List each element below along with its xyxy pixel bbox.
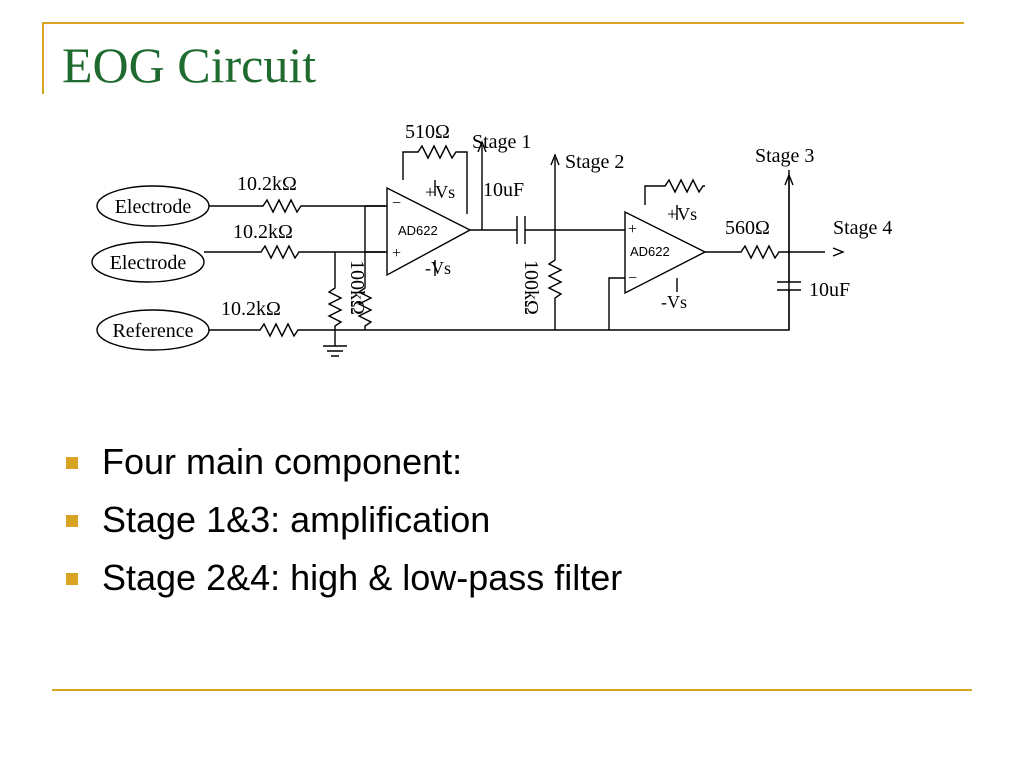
stage4-arrowhead (832, 247, 845, 257)
electrode-1-label: Electrode (115, 196, 192, 218)
gain-resistor-link (357, 206, 373, 330)
amp2-pos-supply-label: +Vs (667, 204, 697, 224)
amp2-triangle (624, 210, 707, 295)
bullet-item: Four main component: (62, 436, 622, 494)
hp-resistor-100k (547, 230, 563, 330)
stage1-label: Stage 1 (472, 131, 531, 153)
gain-resistor-100k (327, 252, 343, 330)
r2-label: 10.2kΩ (233, 221, 293, 243)
hp-resistor-label: 100kΩ (520, 260, 542, 315)
stage3-arrowhead (784, 173, 794, 186)
wire-electrode-2 (204, 244, 385, 260)
amp1-neg-supply-label: -Vs (425, 258, 451, 278)
bullet-text: Stage 1&3: amplification (102, 499, 491, 540)
amp1-label: AD622 (398, 223, 438, 238)
amp1-feedback (402, 144, 468, 214)
wire-electrode-1 (209, 198, 385, 214)
amp2-neg-supply-label: -Vs (661, 292, 687, 312)
stage3-label: Stage 3 (755, 145, 814, 167)
lp-resistor-label: 560Ω (725, 217, 770, 239)
top-rule (42, 22, 964, 24)
bullet-square-icon (66, 515, 78, 527)
stage2-arrowhead (550, 153, 560, 166)
feedback-resistor-label: 510Ω (405, 121, 450, 143)
stage1-arrowhead (477, 140, 487, 153)
amp2-feedback (644, 178, 705, 205)
eog-circuit-diagram: Electrode Electrode Reference 10.2kΩ 10.… (91, 121, 892, 357)
amp2-label: AD622 (630, 244, 670, 259)
r3-label: 10.2kΩ (221, 298, 281, 320)
ground-symbol (323, 330, 347, 357)
coupling-capacitor (516, 216, 526, 244)
amp1-plus-pin: + (392, 245, 401, 262)
coupling-cap-label: 10uF (483, 179, 524, 201)
amp1-pos-supply-label: +Vs (425, 182, 455, 202)
amp1-triangle (386, 186, 472, 277)
bullet-text: Stage 2&4: high & low-pass filter (102, 557, 623, 598)
bullet-square-icon (66, 457, 78, 469)
bullet-square-icon (66, 573, 78, 585)
lowpass-capacitor (777, 252, 801, 330)
gain-resistor-label: 100kΩ (346, 260, 368, 315)
wire-reference (209, 170, 790, 338)
amp2-minus-pin: − (628, 270, 637, 287)
electrode-2-label: Electrode (110, 252, 187, 274)
amp1-minus-pin: − (392, 195, 401, 212)
bullet-item: Stage 1&3: amplification (62, 494, 622, 552)
bullet-list: Four main component: Stage 1&3: amplific… (62, 436, 622, 610)
slide-title: EOG Circuit (62, 37, 317, 93)
stage2-label: Stage 2 (565, 151, 624, 173)
lp-cap-label: 10uF (809, 279, 850, 301)
bottom-rule (52, 689, 972, 691)
amp2-inv-wire (608, 277, 625, 330)
bullet-text: Four main component: (102, 441, 463, 482)
left-rule (42, 22, 44, 94)
amp2-output (705, 244, 825, 260)
reference-label: Reference (112, 320, 193, 342)
r1-label: 10.2kΩ (237, 173, 297, 195)
electrode-2-node (91, 241, 205, 283)
amp2-plus-pin: + (628, 221, 637, 238)
bullet-item: Stage 2&4: high & low-pass filter (62, 552, 622, 610)
stage4-label: Stage 4 (833, 217, 892, 239)
